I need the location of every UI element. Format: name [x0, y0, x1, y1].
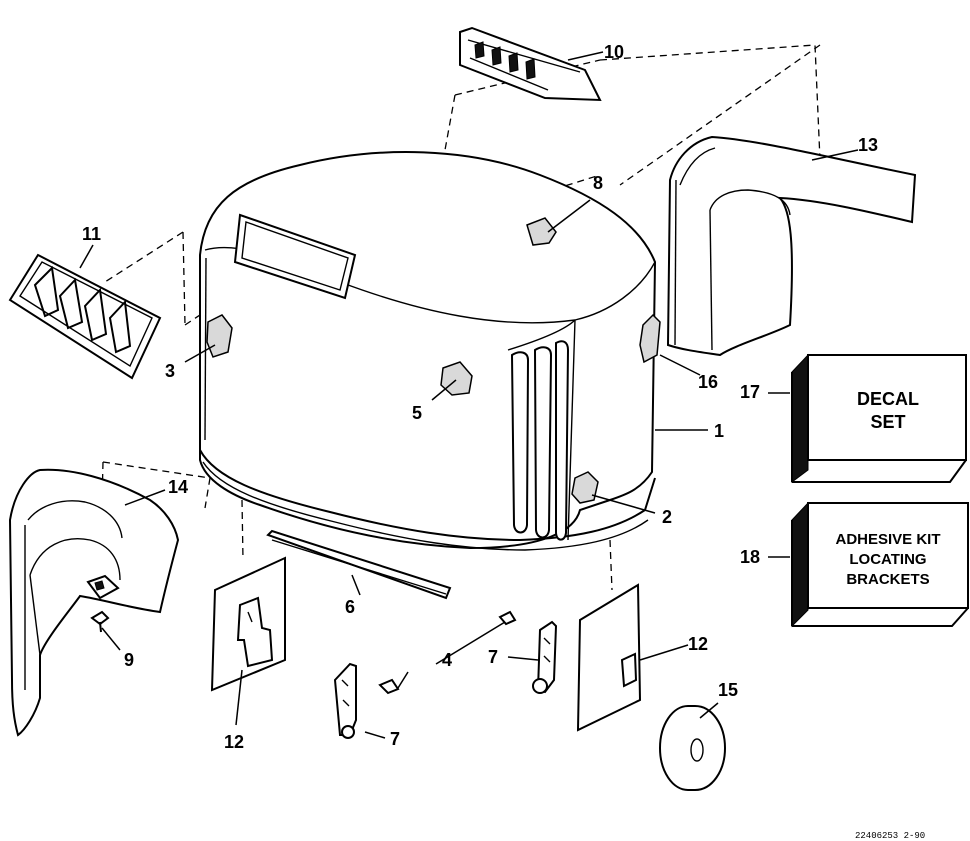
callout-5: 5	[412, 403, 422, 423]
callout-18: 18	[740, 547, 760, 567]
side-vent-slots	[510, 340, 570, 541]
callout-15: 15	[718, 680, 738, 700]
tape-roll	[659, 705, 727, 791]
callout-2: 2	[662, 507, 672, 527]
side-grille	[8, 253, 162, 380]
screw-9	[90, 610, 110, 633]
callout-14: 14	[168, 477, 188, 497]
callout-4: 4	[442, 650, 452, 670]
adhesive-label-line2: LOCATING	[849, 551, 926, 568]
lower-side-cover	[8, 468, 180, 737]
latch-left	[333, 662, 357, 739]
adhesive-kit-box: ADHESIVE KIT LOCATING BRACKETS	[791, 501, 969, 628]
decal-label-line2: SET	[870, 412, 905, 432]
motor-cover	[199, 151, 657, 551]
latch-right	[532, 620, 558, 694]
adhesive-label-line3: BRACKETS	[846, 571, 929, 588]
callout-16: 16	[698, 372, 718, 392]
callout-1: 1	[714, 421, 724, 441]
bracket-plate-right	[576, 583, 642, 732]
rear-cover	[666, 135, 917, 357]
bracket-plate-left	[210, 556, 286, 692]
decal-set-box: DECAL SET	[791, 353, 967, 483]
footer-code: 22406253 2-90	[855, 831, 925, 841]
callout-12-right: 12	[688, 634, 708, 654]
callout-8: 8	[593, 173, 603, 193]
callout-10: 10	[604, 42, 624, 62]
callout-3: 3	[165, 361, 175, 381]
callout-17: 17	[740, 382, 760, 402]
callout-7-bottom: 7	[390, 729, 400, 749]
callout-13: 13	[858, 135, 878, 155]
top-grille	[459, 26, 602, 102]
decal-label-line1: DECAL	[857, 389, 919, 409]
callout-numbers: 1 2 3 4 5 6 7 7 8 9 10 11 12 12 13 14 15…	[82, 42, 878, 752]
leader-lines	[79, 51, 859, 739]
foam-pads	[206, 217, 661, 504]
seal-strip	[266, 529, 452, 600]
callout-6: 6	[345, 597, 355, 617]
screw-4	[378, 610, 517, 695]
callout-7-right: 7	[488, 647, 498, 667]
callout-9: 9	[124, 650, 134, 670]
callout-11: 11	[82, 224, 101, 244]
callout-12-left: 12	[224, 732, 244, 752]
adhesive-label-line1: ADHESIVE KIT	[835, 531, 940, 548]
